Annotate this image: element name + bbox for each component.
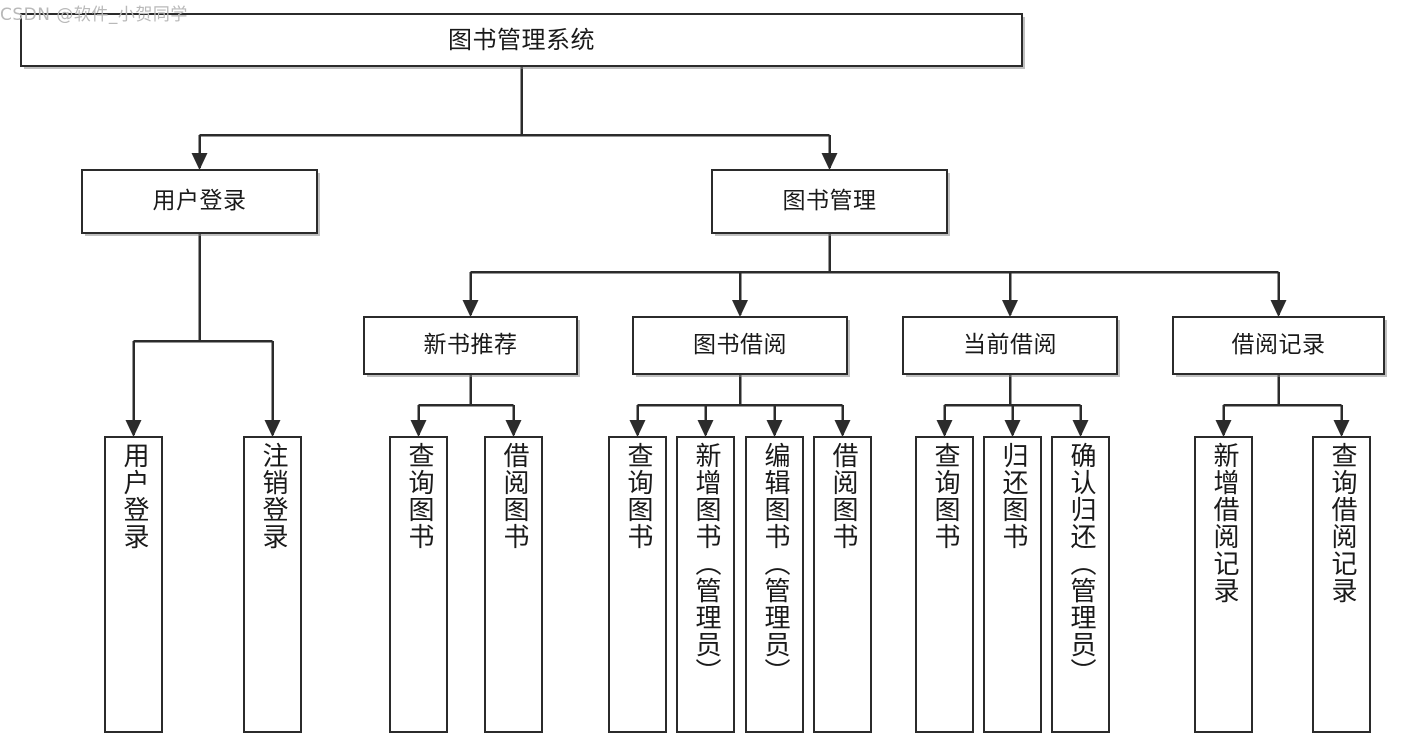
node-label: 确认归还（管理员） xyxy=(1066,442,1097,685)
node-l_q3[interactable]: 查询图书 xyxy=(915,436,974,733)
connector-arrowhead xyxy=(834,420,851,437)
connector-arrowhead xyxy=(629,420,646,437)
node-login[interactable]: 用户登录 xyxy=(81,169,318,234)
connector-arrowhead xyxy=(505,420,522,437)
node-l_q2[interactable]: 查询图书 xyxy=(608,436,667,733)
node-label: 用户登录 xyxy=(152,187,247,214)
node-label: 图书借阅 xyxy=(693,331,787,358)
connector-arrowhead xyxy=(1333,420,1350,437)
node-label: 查询图书 xyxy=(404,442,435,550)
node-l_addrec[interactable]: 新增借阅记录 xyxy=(1194,436,1253,733)
node-l_qrec[interactable]: 查询借阅记录 xyxy=(1312,436,1371,733)
connector-arrowhead xyxy=(191,153,208,170)
connector-arrowhead xyxy=(410,420,427,437)
node-label: 当前借阅 xyxy=(963,331,1057,358)
node-label: 借阅图书 xyxy=(828,442,859,550)
node-label: 用户登录 xyxy=(119,442,150,550)
connector-arrowhead xyxy=(125,420,142,437)
connector-arrowhead xyxy=(732,300,748,317)
node-label: 查询图书 xyxy=(930,442,961,550)
node-label: 查询图书 xyxy=(623,442,654,550)
node-l_return[interactable]: 归还图书 xyxy=(983,436,1042,733)
node-borrow[interactable]: 图书借阅 xyxy=(632,316,848,375)
node-l_b2[interactable]: 借阅图书 xyxy=(813,436,872,733)
connector-arrowhead xyxy=(1270,300,1287,317)
connector-arrowhead xyxy=(1072,420,1089,437)
node-label: 编辑图书（管理员） xyxy=(760,442,791,685)
connector-arrowhead xyxy=(936,420,953,437)
node-newbook[interactable]: 新书推荐 xyxy=(363,316,578,375)
node-l_confirm[interactable]: 确认归还（管理员） xyxy=(1051,436,1110,733)
node-label: 图书管理 xyxy=(782,187,877,214)
node-root[interactable]: 图书管理系统 xyxy=(20,13,1023,67)
node-label: 新书推荐 xyxy=(423,331,518,358)
node-l_b1[interactable]: 借阅图书 xyxy=(484,436,543,733)
connector-arrowhead xyxy=(1215,420,1232,437)
node-label: 注销登录 xyxy=(258,442,289,550)
connector-arrowhead xyxy=(766,420,783,437)
node-l_q1[interactable]: 查询图书 xyxy=(389,436,448,733)
node-l_logout[interactable]: 注销登录 xyxy=(243,436,302,733)
connector-arrowhead xyxy=(462,300,479,317)
connector-arrowhead xyxy=(264,420,281,437)
watermark-text: CSDN @软件_小贺同学 xyxy=(0,5,188,25)
node-label: 新增图书（管理员） xyxy=(691,442,722,685)
node-label: 图书管理系统 xyxy=(448,25,595,54)
node-label: 新增借阅记录 xyxy=(1209,442,1240,604)
node-l_userlogin[interactable]: 用户登录 xyxy=(104,436,163,733)
node-l_edit[interactable]: 编辑图书（管理员） xyxy=(745,436,804,733)
connector-arrowhead xyxy=(1002,300,1018,317)
node-l_add[interactable]: 新增图书（管理员） xyxy=(676,436,735,733)
node-label: 借阅图书 xyxy=(499,442,530,550)
node-label: 查询借阅记录 xyxy=(1327,442,1358,604)
connector-arrowhead xyxy=(697,420,714,437)
connector-arrowhead xyxy=(1004,420,1021,437)
node-bookmgmt[interactable]: 图书管理 xyxy=(711,169,948,234)
node-records[interactable]: 借阅记录 xyxy=(1172,316,1385,375)
node-current[interactable]: 当前借阅 xyxy=(902,316,1118,375)
node-label: 归还图书 xyxy=(998,442,1029,550)
node-label: 借阅记录 xyxy=(1231,331,1326,358)
connector-arrowhead xyxy=(821,153,838,170)
